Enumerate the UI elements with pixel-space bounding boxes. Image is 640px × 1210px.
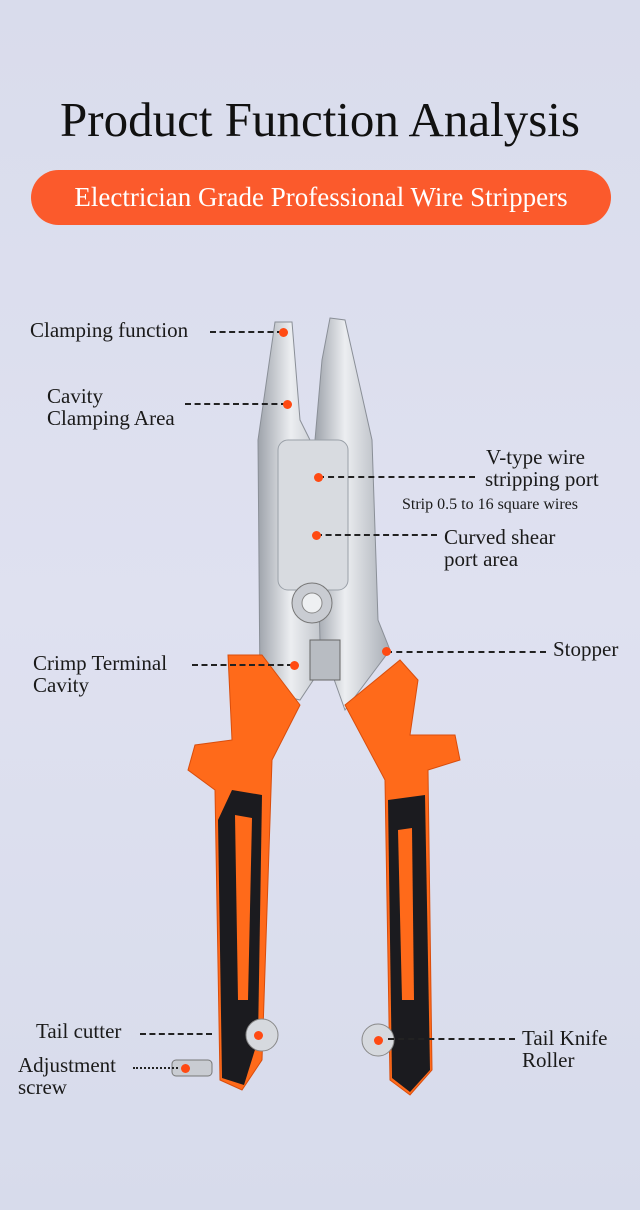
marker-dot [279, 328, 288, 337]
label-line: Cavity [47, 384, 103, 408]
label-line: V-type wire [486, 445, 585, 469]
marker-dot [283, 400, 292, 409]
label-adjustment-screw: Adjustment screw [18, 1054, 116, 1098]
marker-dot [314, 473, 323, 482]
leader-line [192, 664, 293, 666]
label-line: Roller [522, 1048, 575, 1072]
label-line: Crimp Terminal [33, 651, 168, 675]
leader-line [386, 651, 546, 653]
leader-line [133, 1067, 178, 1069]
marker-dot [290, 661, 299, 670]
marker-dot [382, 647, 391, 656]
label-stopper: Stopper [553, 637, 619, 661]
label-line: screw [18, 1075, 67, 1099]
label-line: Curved shear [444, 525, 556, 549]
marker-dot [374, 1036, 383, 1045]
label-v-type-port: V-type wire stripping port [485, 445, 599, 491]
label-strip-note: Strip 0.5 to 16 square wires [402, 496, 578, 513]
label-crimp-terminal: Crimp Terminal Cavity [33, 652, 167, 696]
label-line: Tail Knife [522, 1026, 608, 1050]
label-line: Cavity [33, 673, 89, 697]
label-line: port area [444, 547, 519, 571]
leader-line [388, 1038, 515, 1040]
marker-dot [312, 531, 321, 540]
label-tail-knife-roller: Tail Knife Roller [522, 1027, 607, 1071]
label-curved-shear: Curved shear port area [444, 526, 555, 570]
label-line: Adjustment [18, 1053, 116, 1077]
leader-line [185, 403, 287, 405]
label-clamping-function: Clamping function [30, 318, 189, 342]
label-line: Clamping Area [47, 406, 175, 430]
leader-line [316, 534, 437, 536]
leader-line [318, 476, 475, 478]
subtitle-banner: Electrician Grade Professional Wire Stri… [31, 170, 611, 225]
label-cavity-clamping-area: Cavity Clamping Area [47, 385, 175, 429]
label-tail-cutter: Tail cutter [36, 1019, 122, 1043]
label-line: stripping port [485, 467, 599, 491]
leader-line [140, 1033, 212, 1035]
leader-line [210, 331, 283, 333]
marker-dot [254, 1031, 263, 1040]
page-title: Product Function Analysis [60, 92, 580, 147]
marker-dot [181, 1064, 190, 1073]
